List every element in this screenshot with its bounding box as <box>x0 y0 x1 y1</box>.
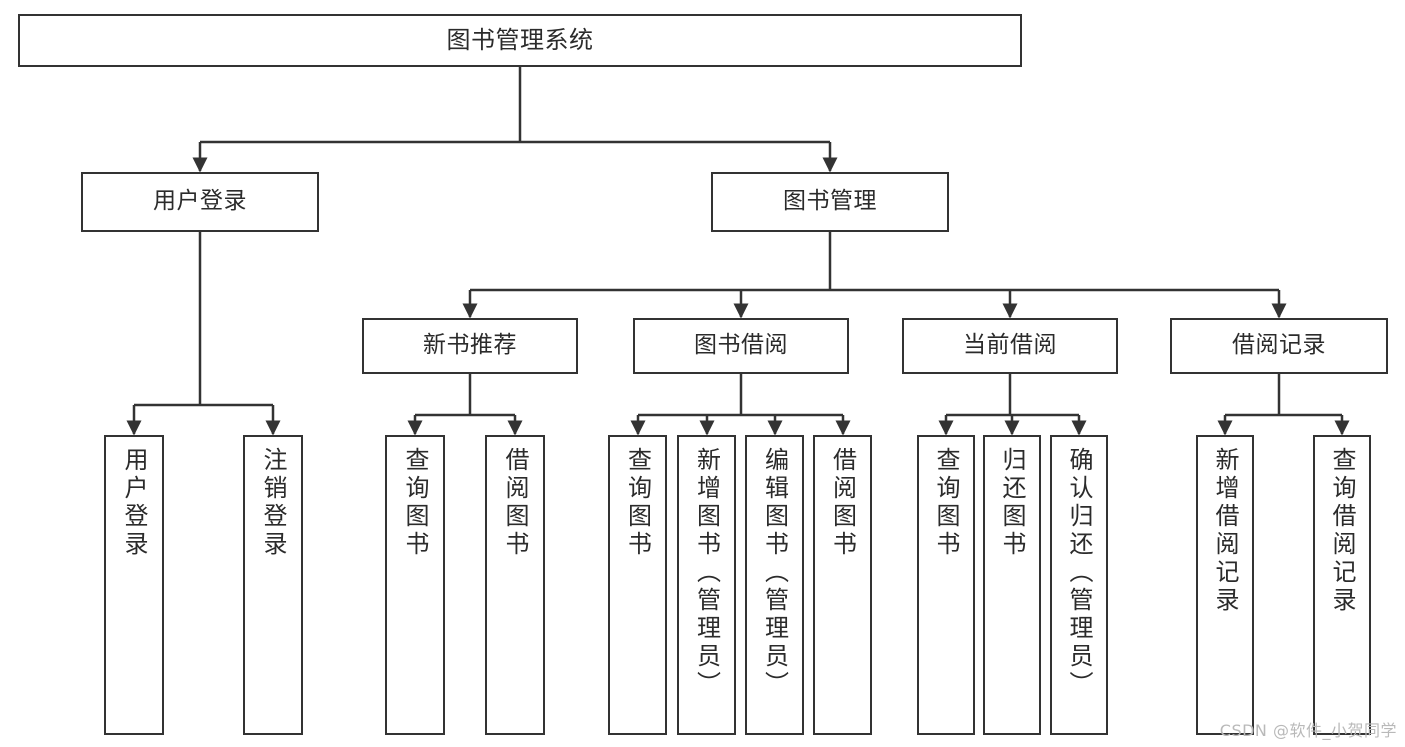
node-leaf-query-book-3: 查询图书 <box>917 435 975 735</box>
node-leaf-user-login: 用户登录 <box>104 435 164 735</box>
node-current-borrow: 当前借阅 <box>902 318 1118 374</box>
node-label: 注销登录 <box>259 447 287 559</box>
node-leaf-borrow-book-1: 借阅图书 <box>485 435 545 735</box>
node-leaf-query-book-1: 查询图书 <box>385 435 445 735</box>
node-label: 查询图书 <box>401 447 429 559</box>
node-label: 当前借阅 <box>963 332 1057 359</box>
node-label: 查询借阅记录 <box>1328 447 1356 615</box>
node-label: 借阅图书 <box>828 447 857 559</box>
node-root: 图书管理系统 <box>18 14 1022 67</box>
node-label: 归还图书 <box>998 447 1026 559</box>
node-borrow-record: 借阅记录 <box>1170 318 1388 374</box>
node-label: 借阅记录 <box>1232 332 1326 359</box>
node-label: 用户登录 <box>120 447 148 559</box>
csdn-watermark: CSDN @软件_小贺同学 <box>1219 721 1397 740</box>
node-leaf-return-book: 归还图书 <box>983 435 1041 735</box>
node-label: 新增图书（管理员） <box>692 447 721 699</box>
node-label: 编辑图书（管理员） <box>760 447 789 699</box>
node-leaf-logout: 注销登录 <box>243 435 303 735</box>
node-leaf-query-book-2: 查询图书 <box>608 435 667 735</box>
node-label: 查询图书 <box>932 447 960 559</box>
node-label: 新书推荐 <box>423 332 517 359</box>
node-leaf-edit-book: 编辑图书（管理员） <box>745 435 804 735</box>
node-leaf-confirm-return: 确认归还（管理员） <box>1050 435 1108 735</box>
node-label: 新增借阅记录 <box>1211 447 1239 615</box>
node-label: 用户登录 <box>153 188 247 215</box>
node-label: 查询图书 <box>623 447 652 559</box>
node-leaf-add-book: 新增图书（管理员） <box>677 435 736 735</box>
node-label: 图书管理 <box>783 188 877 215</box>
node-label: 确认归还（管理员） <box>1065 447 1093 699</box>
node-leaf-add-record: 新增借阅记录 <box>1196 435 1254 735</box>
node-label: 图书借阅 <box>694 332 788 359</box>
node-book-mgmt: 图书管理 <box>711 172 949 232</box>
node-leaf-borrow-book-2: 借阅图书 <box>813 435 872 735</box>
node-new-book-rec: 新书推荐 <box>362 318 578 374</box>
node-label: 借阅图书 <box>501 447 529 559</box>
node-user-login: 用户登录 <box>81 172 319 232</box>
node-label: 图书管理系统 <box>446 26 594 55</box>
node-book-borrow: 图书借阅 <box>633 318 849 374</box>
node-leaf-query-record: 查询借阅记录 <box>1313 435 1371 735</box>
